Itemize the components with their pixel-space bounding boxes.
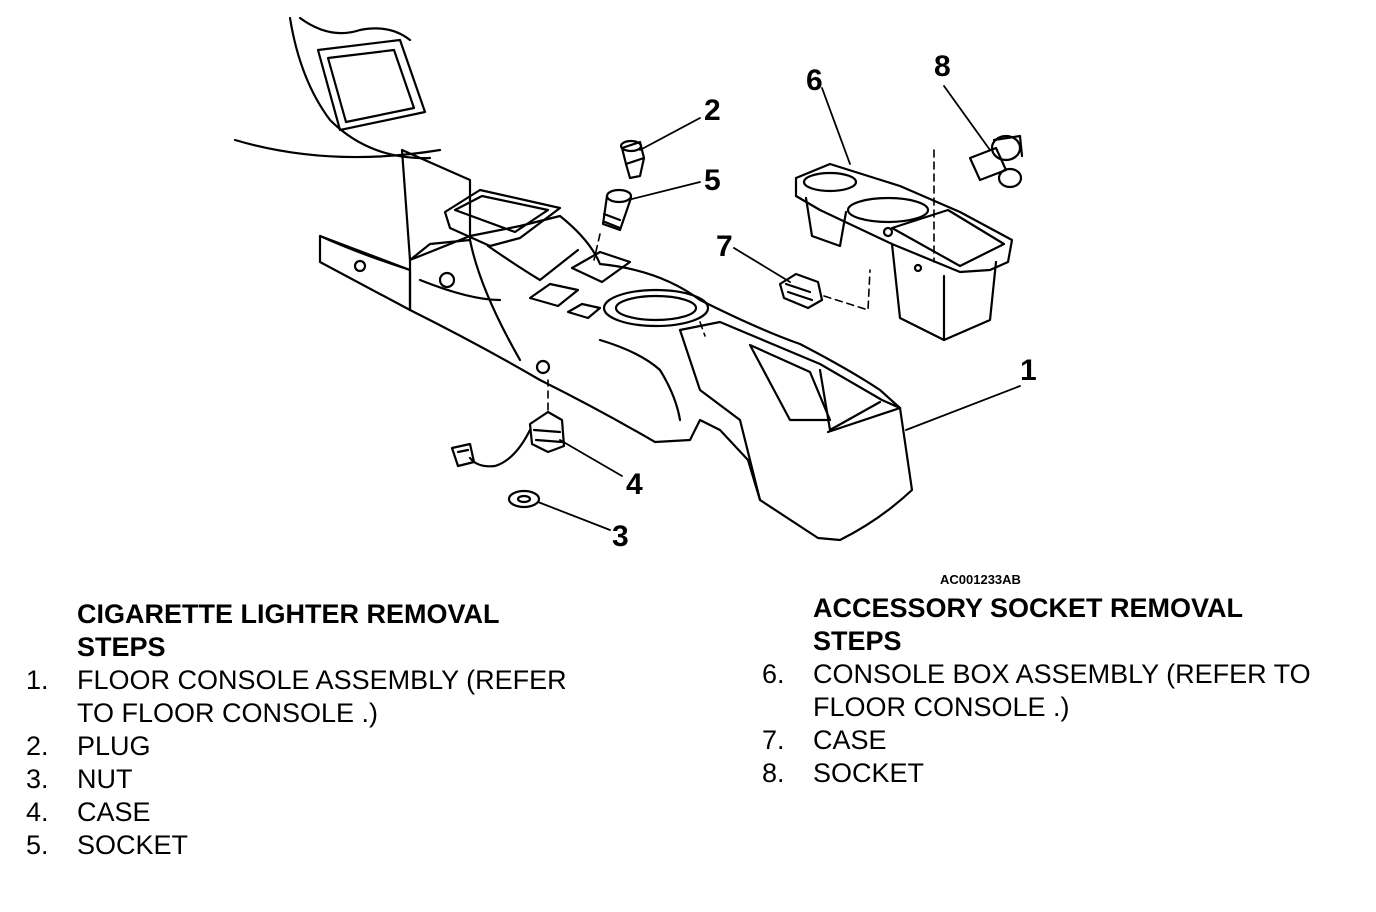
step-number: 3. — [26, 764, 49, 794]
step-row: 6. CONSOLE BOX ASSEMBLY (REFER TO — [762, 658, 1362, 691]
assembly-dashes — [547, 149, 935, 411]
step-row: 2. PLUG — [26, 730, 626, 763]
callout-6: 6 — [806, 64, 823, 97]
floor-console — [318, 148, 914, 542]
dashboard-fragment — [233, 16, 442, 160]
step-number: 4. — [26, 797, 49, 827]
nut — [507, 489, 541, 509]
exploded-view-diagram: 1 2 3 4 5 6 7 8 AC001233AB — [233, 16, 1037, 587]
cigarette-lighter-steps: CIGARETTE LIGHTER REMOVAL STEPS 1. FLOOR … — [26, 598, 626, 862]
step-row: 8. SOCKET — [762, 757, 1362, 790]
step-number: 1. — [26, 665, 49, 695]
accessory-socket-steps: ACCESSORY SOCKET REMOVAL STEPS 6. CONSOLE… — [762, 592, 1362, 790]
section-subtitle: STEPS — [77, 632, 166, 662]
callout-3: 3 — [612, 520, 629, 553]
callout-4: 4 — [626, 468, 643, 501]
socket-accessory — [968, 134, 1024, 189]
step-text: SOCKET — [813, 758, 925, 788]
step-text: CONSOLE BOX ASSEMBLY (REFER TO — [813, 659, 1311, 689]
callout-labels: 1 2 3 4 5 6 7 8 AC001233AB — [612, 50, 1037, 587]
step-number — [762, 691, 813, 724]
case-accessory — [778, 272, 824, 310]
step-number: 6. — [762, 659, 785, 689]
step-text: PLUG — [77, 731, 151, 761]
case-lighter — [450, 410, 566, 468]
step-row: 4. CASE — [26, 796, 626, 829]
section-subtitle: STEPS — [813, 626, 902, 656]
step-text: CASE — [813, 725, 887, 755]
step-text: TO FLOOR CONSOLE .) — [77, 698, 379, 728]
step-number: 7. — [762, 725, 785, 755]
step-number: 8. — [762, 758, 785, 788]
step-text: NUT — [77, 764, 133, 794]
step-text: FLOOR CONSOLE .) — [813, 692, 1070, 722]
figure-id: AC001233AB — [940, 572, 1021, 587]
callout-5: 5 — [704, 164, 721, 197]
step-text: SOCKET — [77, 830, 189, 860]
step-row: 1. FLOOR CONSOLE ASSEMBLY (REFER — [26, 664, 626, 697]
section-title: CIGARETTE LIGHTER REMOVAL — [77, 599, 500, 629]
step-text: CASE — [77, 797, 151, 827]
socket-lighter — [601, 188, 633, 232]
callout-8: 8 — [934, 50, 951, 83]
step-number: 2. — [26, 731, 49, 761]
step-row: 7. CASE — [762, 724, 1362, 757]
plug — [619, 139, 646, 180]
step-number: 5. — [26, 830, 49, 860]
step-row: 5. SOCKET — [26, 829, 626, 862]
step-row: 3. NUT — [26, 763, 626, 796]
step-row: FLOOR CONSOLE .) — [762, 691, 1362, 724]
step-text: FLOOR CONSOLE ASSEMBLY (REFER — [77, 665, 567, 695]
callout-1: 1 — [1020, 354, 1037, 387]
callout-7: 7 — [716, 230, 733, 263]
leader-lines — [537, 85, 1021, 531]
step-row: TO FLOOR CONSOLE .) — [26, 697, 626, 730]
section-title: ACCESSORY SOCKET REMOVAL — [813, 593, 1244, 623]
console-box — [794, 162, 1014, 342]
step-number — [26, 697, 77, 730]
callout-2: 2 — [704, 94, 721, 127]
